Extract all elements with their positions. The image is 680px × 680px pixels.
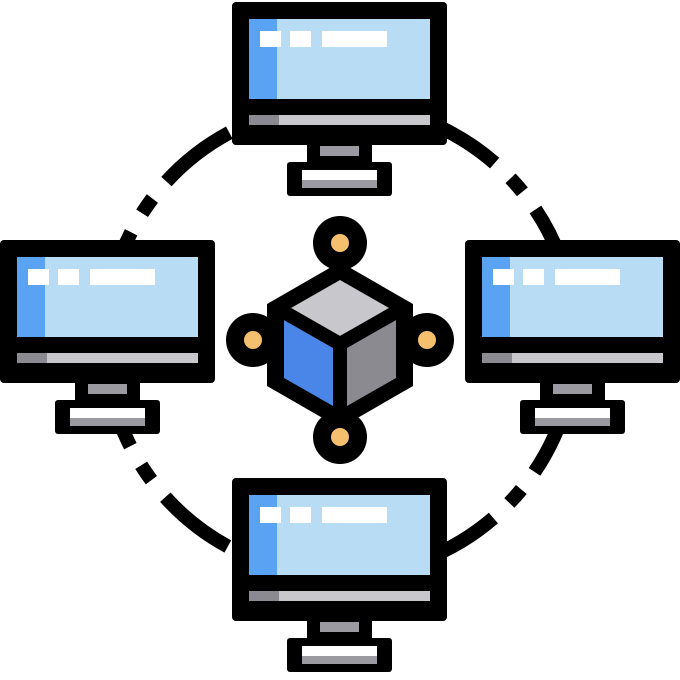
node-dot-icon [400,313,454,367]
computer-monitor-icon [465,240,680,434]
computer-monitor-icon [0,240,215,434]
computer-monitor-icon [232,478,447,672]
node-dot-icon [313,410,367,464]
computer-monitor-icon [232,2,447,196]
blockchain-cube-icon [226,216,454,464]
node-dot-icon [226,313,280,367]
node-dot-icon [313,216,367,270]
